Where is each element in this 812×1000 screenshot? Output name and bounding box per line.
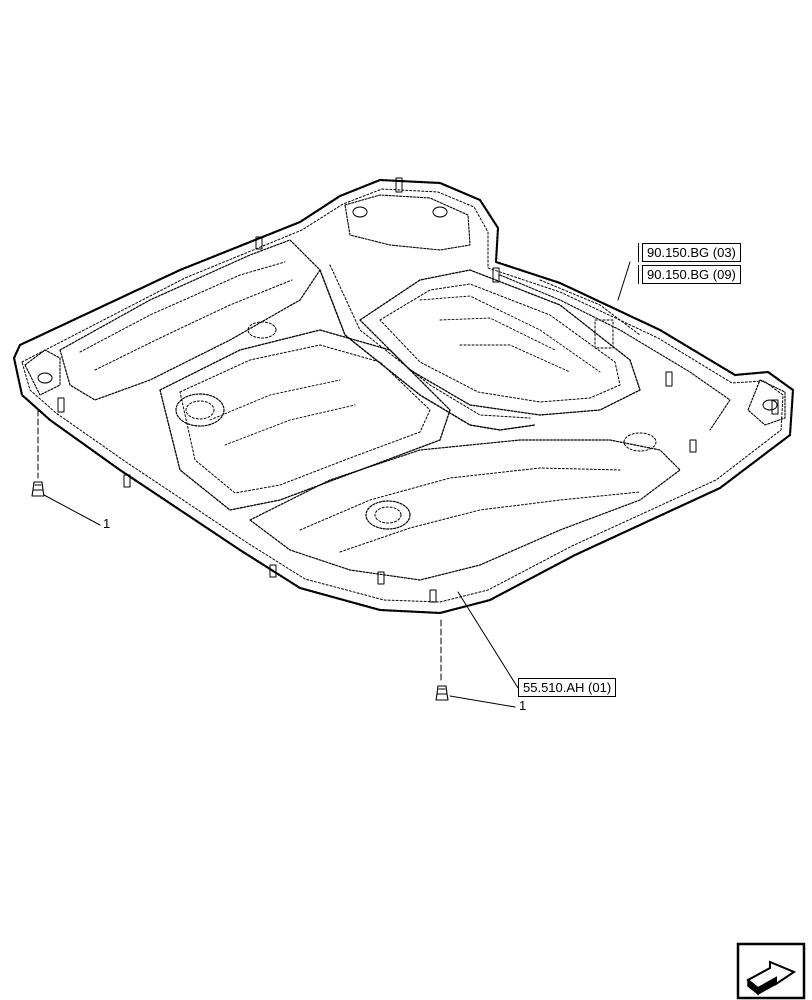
leader-item-center: [449, 695, 516, 708]
leader-ref-3: [457, 591, 519, 689]
right-side-rail: [499, 274, 731, 431]
callout-item-1-left: 1: [103, 516, 111, 531]
next-page-arrow-icon[interactable]: [736, 942, 806, 1000]
hood-outer-outline: [12, 178, 795, 615]
left-rear-housing: [59, 239, 321, 401]
right-upper-panel: [359, 269, 641, 416]
left-round-opening: [175, 393, 225, 427]
rim-fasteners: [57, 177, 779, 603]
reference-90-150-bg-09[interactable]: 90.150.BG (09): [638, 265, 741, 284]
reference-55-510-ah-01[interactable]: 55.510.AH (01): [518, 678, 617, 697]
hood-outer-rim: [21, 188, 784, 603]
reference-90-150-bg-03[interactable]: 90.150.BG (03): [638, 243, 741, 262]
callout-item-1-center: 1: [519, 698, 527, 713]
center-round-opening: [365, 500, 411, 530]
leader-ref-1: [617, 261, 631, 301]
clip-center: [435, 685, 449, 701]
rear-tab: [344, 194, 471, 251]
leader-item-left: [43, 494, 101, 526]
center-ridge: [319, 269, 536, 431]
front-trough: [249, 439, 681, 581]
clip-left: [31, 481, 45, 497]
left-lower-panel: [159, 329, 451, 511]
